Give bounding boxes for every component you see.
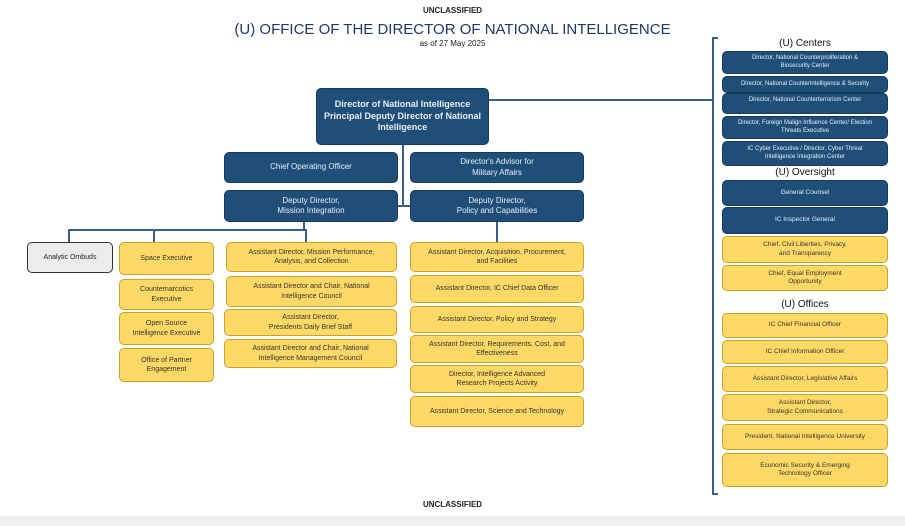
connector-line — [496, 222, 498, 242]
office-box[interactable]: Economic Security & Emerging Technology … — [722, 453, 888, 487]
connector-line — [153, 229, 155, 242]
dni-box[interactable]: Director of National Intelligence Princi… — [316, 88, 489, 145]
center-box[interactable]: Director, Foreign Malign Influence Cente… — [722, 116, 888, 139]
center-box[interactable]: Director, National Counterproliferation … — [722, 51, 888, 74]
policy-box[interactable]: Assistant Director, IC Chief Data Office… — [410, 275, 584, 303]
oversight-box[interactable]: General Counsel — [722, 180, 888, 206]
dd-mission-box[interactable]: Deputy Director, Mission Integration — [224, 190, 398, 222]
oversight-box[interactable]: Chief, Equal Employment Opportunity — [722, 265, 888, 291]
policy-box[interactable]: Assistant Director, Acquisition, Procure… — [410, 242, 584, 272]
centers-header: (U) Centers — [779, 38, 831, 49]
coo-box[interactable]: Chief Operating Officer — [224, 152, 398, 183]
mission-exec-box[interactable]: Counternarcotics Executive — [119, 279, 214, 310]
connector-line — [303, 222, 305, 230]
center-box[interactable]: Director, National Counterterrorism Cent… — [722, 93, 888, 114]
bottom-band — [0, 516, 905, 526]
connector-line — [489, 99, 712, 101]
connector-line — [68, 229, 70, 242]
office-box[interactable]: IC Chief Information Officer — [722, 340, 888, 364]
policy-box[interactable]: Assistant Director, Policy and Strategy — [410, 306, 584, 333]
ombuds-box[interactable]: Analytic Ombuds — [27, 242, 113, 273]
center-box[interactable]: Director, National Counterintelligence &… — [722, 76, 888, 93]
connector-line — [402, 145, 404, 207]
page-title: (U) OFFICE OF THE DIRECTOR OF NATIONAL I… — [234, 21, 671, 38]
office-box[interactable]: Assistant Director, Legislative Affairs — [722, 366, 888, 392]
bracket — [712, 37, 718, 495]
advisor-box[interactable]: Director's Advisor for Military Affairs — [410, 152, 584, 183]
oversight-box[interactable]: IC Inspector General — [722, 207, 888, 234]
page-subtitle: as of 27 May 2025 — [419, 39, 486, 48]
center-box[interactable]: IC Cyber Executive / Director, Cyber Thr… — [722, 141, 888, 166]
office-box[interactable]: IC Chief Financial Officer — [722, 313, 888, 338]
policy-box[interactable]: Director, Intelligence Advanced Research… — [410, 365, 584, 393]
classification-bottom: UNCLASSIFIED — [422, 500, 483, 509]
mission-ad-box[interactable]: Assistant Director and Chair, National I… — [226, 276, 397, 307]
oversight-header: (U) Oversight — [775, 167, 835, 178]
connector-line — [305, 229, 307, 242]
mission-exec-box[interactable]: Office of Partner Engagement — [119, 348, 214, 382]
policy-box[interactable]: Assistant Director, Science and Technolo… — [410, 396, 584, 427]
mission-exec-box[interactable]: Open Source Intelligence Executive — [119, 312, 214, 345]
dd-policy-box[interactable]: Deputy Director, Policy and Capabilities — [410, 190, 584, 222]
connector-line — [398, 205, 410, 207]
mission-ad-box[interactable]: Assistant Director, Presidents Daily Bri… — [224, 309, 397, 336]
office-box[interactable]: Assistant Director, Strategic Communicat… — [722, 394, 888, 421]
oversight-box[interactable]: Chief, Civil Liberties, Privacy, and Tra… — [722, 236, 888, 263]
mission-ad-box[interactable]: Assistant Director, Mission Performance,… — [226, 242, 397, 272]
connector-line — [68, 229, 306, 231]
mission-exec-box[interactable]: Space Executive — [119, 242, 214, 275]
offices-header: (U) Offices — [781, 299, 829, 310]
office-box[interactable]: President, National Intelligence Univers… — [722, 424, 888, 450]
policy-box[interactable]: Assistant Director, Requirements, Cost, … — [410, 335, 584, 363]
classification-top: UNCLASSIFIED — [422, 6, 483, 15]
mission-ad-box[interactable]: Assistant Director and Chair, National I… — [224, 339, 397, 368]
